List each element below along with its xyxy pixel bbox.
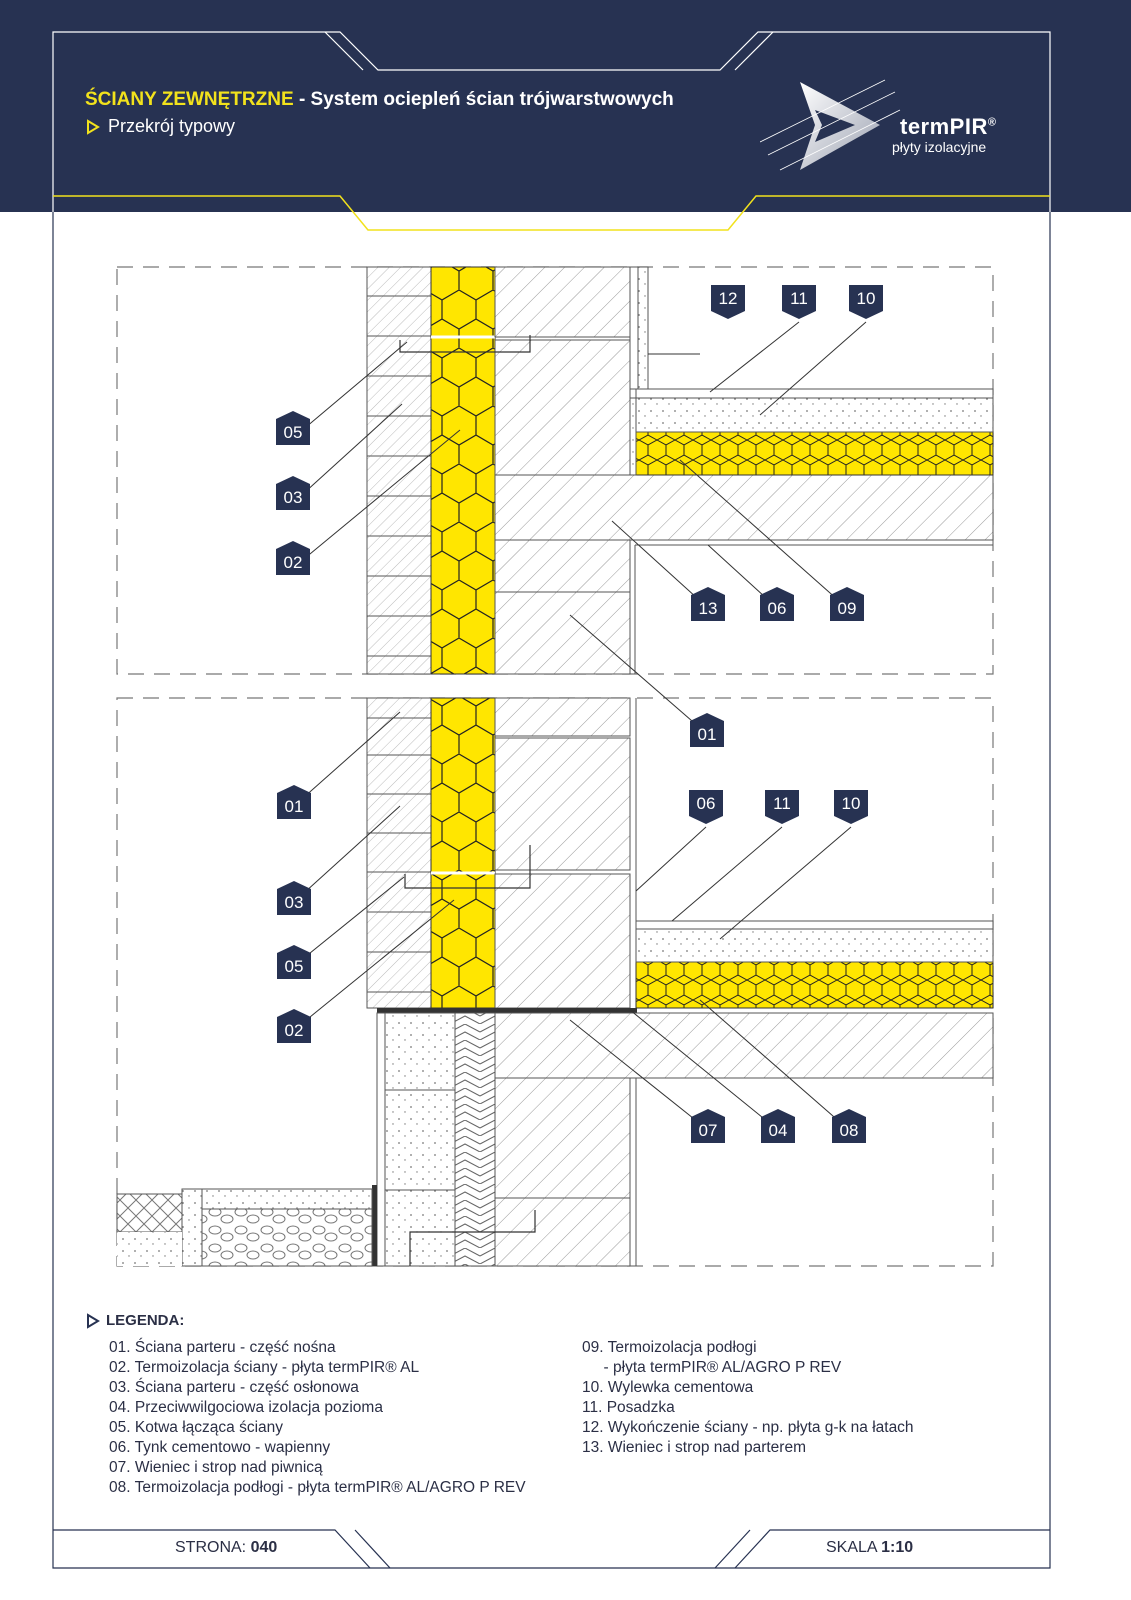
callout-tag-label: 09 <box>838 599 857 618</box>
title-rest: - System ociepleń ścian trójwarstwowych <box>293 89 674 110</box>
title-highlight: ŚCIANY ZEWNĘTRZNE <box>85 89 294 110</box>
callout-tag-label: 01 <box>285 797 304 816</box>
callout-tag-shape <box>690 713 724 747</box>
callout-tag-shape <box>276 541 310 575</box>
brand-name: termPIR® <box>900 114 997 139</box>
callout-tag-shape <box>276 476 310 510</box>
callout-tag-lower-4: 03 <box>277 881 311 915</box>
callout-tag-label: 10 <box>842 794 861 813</box>
play-outline-icon <box>87 118 100 135</box>
legend-right-column: 09. Termoizolacja podłogi - płyta termPI… <box>582 1338 914 1458</box>
callout-tag-lower-7: 07 <box>691 1109 725 1143</box>
callout-tag-lower-2: 11 <box>765 790 799 824</box>
callout-tag-shape <box>760 587 794 621</box>
legend-item: 07. Wieniec i strop nad piwnicą <box>109 1459 323 1476</box>
callout-tag-label: 13 <box>699 599 718 618</box>
callout-tag-upper-6: 13 <box>691 587 725 621</box>
callout-tag-shape <box>849 285 883 319</box>
callout-tag-lower-9: 08 <box>832 1109 866 1143</box>
legend-item: 04. Przeciwwilgociowa izolacja pozioma <box>109 1399 383 1416</box>
callout-tag-upper-8: 09 <box>830 587 864 621</box>
callout-tag-shape <box>691 587 725 621</box>
callout-tag-shape <box>830 587 864 621</box>
page-title: ŚCIANY ZEWNĘTRZNE - System ociepleń ścia… <box>85 89 674 111</box>
callout-tag-lower-0: 01 <box>277 785 311 819</box>
callout-tag-label: 02 <box>285 1021 304 1040</box>
callout-tag-label: 04 <box>769 1121 788 1140</box>
play-outline-icon <box>87 1312 100 1329</box>
callout-tag-shape <box>765 790 799 824</box>
callout-tag-label: 06 <box>697 794 716 813</box>
legend-item: - płyta termPIR® AL/AGRO P REV <box>582 1359 842 1376</box>
callout-tag-shape <box>832 1109 866 1143</box>
subtitle-text: Przekrój typowy <box>108 116 236 136</box>
callout-tag-shape <box>276 411 310 445</box>
legend-item: 06. Tynk cementowo - wapienny <box>109 1439 331 1456</box>
legend-item: 01. Ściana parteru - część nośna <box>109 1339 336 1356</box>
callout-tag-label: 03 <box>284 488 303 507</box>
callout-tag-label: 07 <box>699 1121 718 1140</box>
callout-tag-shape <box>691 1109 725 1143</box>
legend-left-column: 01. Ściana parteru - część nośna 02. Ter… <box>109 1338 526 1498</box>
callout-tag-lower-6: 02 <box>277 1009 311 1043</box>
callout-tag-upper-9: 01 <box>690 713 724 747</box>
legend-item: 12. Wykończenie ściany - np. płyta g-k n… <box>582 1419 914 1436</box>
callout-tag-label: 05 <box>285 957 304 976</box>
legend-item: 10. Wylewka cementowa <box>582 1379 754 1396</box>
legend-item: 03. Ściana parteru - część osłonowa <box>109 1379 359 1396</box>
callout-tag-label: 06 <box>768 599 787 618</box>
callout-tag-lower-8: 04 <box>761 1109 795 1143</box>
callout-tag-upper-1: 11 <box>782 285 816 319</box>
callout-tag-label: 08 <box>840 1121 859 1140</box>
callout-tag-shape <box>277 1009 311 1043</box>
callout-tag-label: 12 <box>719 289 738 308</box>
upper-section <box>366 266 994 727</box>
page-subtitle: Przekrój typowy <box>86 116 235 137</box>
callout-tag-lower-1: 06 <box>689 790 723 824</box>
callout-tag-upper-4: 03 <box>276 476 310 510</box>
callout-tag-shape <box>277 945 311 979</box>
brand-tagline: płyty izolacyjne <box>892 139 987 155</box>
header-band <box>0 0 1131 212</box>
legend-item: 02. Termoizolacja ściany - płyta termPIR… <box>109 1359 420 1376</box>
callout-tag-shape <box>782 285 816 319</box>
legend-item: 05. Kotwa łącząca ściany <box>109 1419 284 1436</box>
callout-tag-upper-2: 10 <box>849 285 883 319</box>
scale-label: SKALA 1:10 <box>826 1539 914 1556</box>
callout-tag-label: 11 <box>773 794 791 813</box>
legend-item: 09. Termoizolacja podłogi <box>582 1339 757 1356</box>
callout-tag-upper-7: 06 <box>760 587 794 621</box>
callout-tag-shape <box>711 285 745 319</box>
callout-tag-label: 02 <box>284 553 303 572</box>
lower-section <box>116 697 994 1267</box>
page-number: STRONA: 040 <box>175 1539 278 1556</box>
legend-title: LEGENDA: <box>86 1312 184 1329</box>
callout-tag-lower-5: 05 <box>277 945 311 979</box>
callout-tag-upper-5: 02 <box>276 541 310 575</box>
callout-tag-lower-3: 10 <box>834 790 868 824</box>
termpir-logo-icon <box>760 79 901 171</box>
legend-item: 08. Termoizolacja podłogi - płyta termPI… <box>109 1479 526 1496</box>
callout-tag-label: 11 <box>790 289 808 308</box>
callout-tag-label: 05 <box>284 423 303 442</box>
callout-tag-shape <box>277 785 311 819</box>
callout-tag-shape <box>761 1109 795 1143</box>
callout-tag-upper-3: 05 <box>276 411 310 445</box>
callout-tag-label: 10 <box>857 289 876 308</box>
callout-tag-shape <box>689 790 723 824</box>
legend-item: 11. Posadzka <box>582 1399 675 1416</box>
callout-tag-upper-0: 12 <box>711 285 745 319</box>
callout-tag-label: 01 <box>698 725 717 744</box>
callout-tag-shape <box>834 790 868 824</box>
legend-item: 13. Wieniec i strop nad parterem <box>582 1439 806 1456</box>
callout-tag-shape <box>277 881 311 915</box>
callout-tag-label: 03 <box>285 893 304 912</box>
